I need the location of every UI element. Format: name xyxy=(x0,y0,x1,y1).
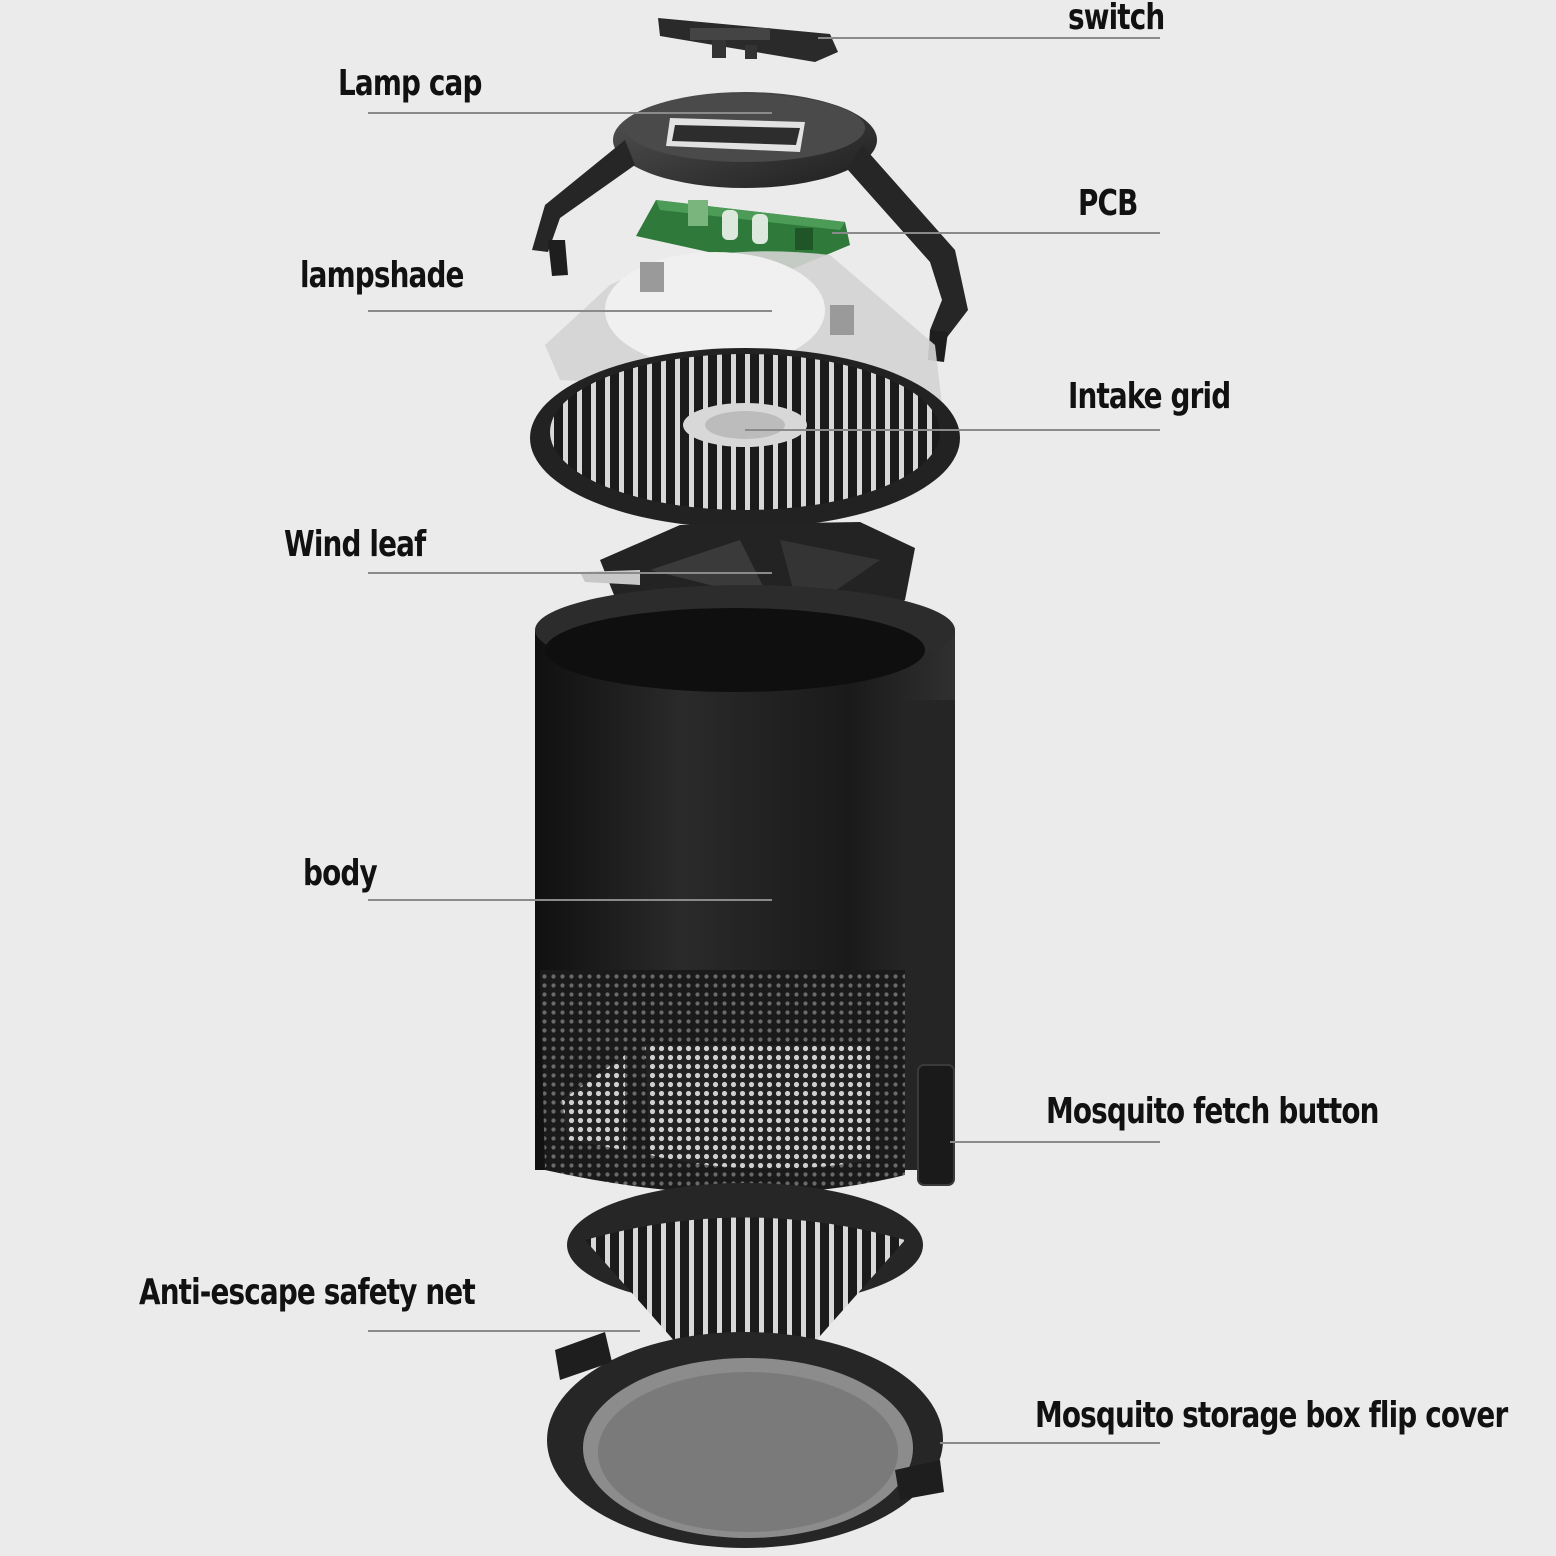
label-body: body xyxy=(303,853,378,894)
leader-lines xyxy=(368,37,1160,1444)
switch-part xyxy=(658,18,838,62)
label-pcb: PCB xyxy=(1078,183,1138,224)
body-part xyxy=(535,585,955,1194)
label-lamp-cap: Lamp cap xyxy=(338,63,482,104)
label-mosquito-fetch-button: Mosquito fetch button xyxy=(1046,1091,1379,1132)
label-anti-escape-safety-net: Anti-escape safety net xyxy=(139,1272,476,1313)
label-intake-grid: Intake grid xyxy=(1068,376,1231,417)
intake-grid-part xyxy=(530,348,960,528)
label-wind-leaf: Wind leaf xyxy=(284,524,426,565)
label-lampshade: lampshade xyxy=(300,255,464,296)
label-switch: switch xyxy=(1068,0,1165,38)
lamp-cap-part xyxy=(532,92,968,362)
flip-cover-part xyxy=(547,1332,944,1548)
label-storage-box-flip-cover: Mosquito storage box flip cover xyxy=(1035,1395,1508,1436)
